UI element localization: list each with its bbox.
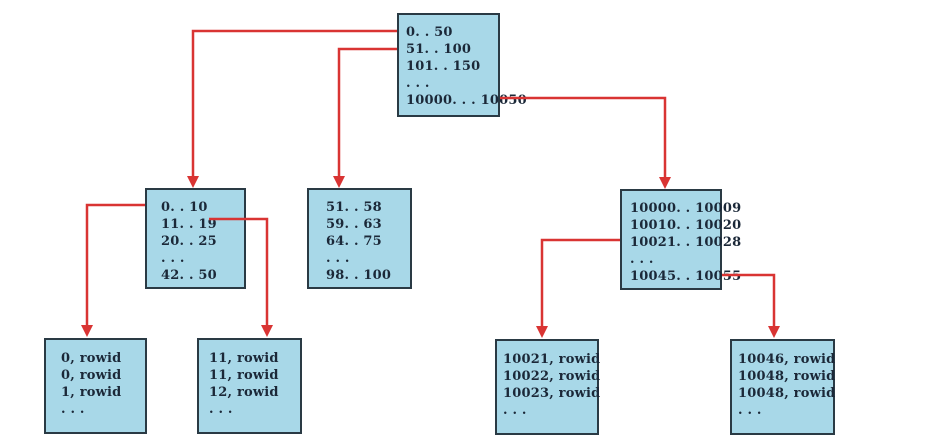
node-entry: 0, rowid <box>61 351 122 366</box>
node-ellipsis: . . . <box>630 252 654 267</box>
branch-node-right: 10000. . 10009 10010. . 10020 10021. . 1… <box>620 189 742 290</box>
node-entry: 11, rowid <box>209 351 279 366</box>
node-entry: 42. . 50 <box>161 268 217 283</box>
node-entry: 10046, rowid <box>738 352 836 367</box>
node-entry: 64. . 75 <box>326 234 382 249</box>
node-entry: 10048, rowid <box>738 369 836 384</box>
node-entry: 101. . 150 <box>406 59 481 74</box>
node-entry: 98. . 100 <box>326 268 392 283</box>
node-entry: 10021, rowid <box>503 352 601 367</box>
arrow-root-to-branch-left <box>191 29 397 177</box>
arrowhead-icon <box>81 325 93 337</box>
arrow-root-to-branch-middle <box>337 47 397 177</box>
node-entry: 10021. . 10028 <box>630 235 742 250</box>
arrow-root-to-branch-right <box>500 96 667 178</box>
leaf-node-3: 10021, rowid 10022, rowid 10023, rowid .… <box>495 339 601 435</box>
arrow-branch-left-to-leaf-1 <box>85 203 145 326</box>
node-ellipsis: . . . <box>503 403 527 418</box>
arrowhead-icon <box>659 177 671 189</box>
arrowhead-icon <box>261 325 273 337</box>
node-entry: 0. . 50 <box>406 25 453 40</box>
node-entry: 11, rowid <box>209 368 279 383</box>
node-ellipsis: . . . <box>209 402 233 417</box>
node-entry: 59. . 63 <box>326 217 382 232</box>
arrowhead-icon <box>187 176 199 188</box>
node-entry: 51. . 58 <box>326 200 382 215</box>
node-entry: 20. . 25 <box>161 234 217 249</box>
node-entry: 10000. . 10009 <box>630 201 742 216</box>
node-entry: 10010. . 10020 <box>630 218 742 233</box>
node-ellipsis: . . . <box>61 402 85 417</box>
node-ellipsis: . . . <box>326 251 350 266</box>
node-entry: 10022, rowid <box>503 369 601 384</box>
node-entry: 12, rowid <box>209 385 279 400</box>
node-entry: 0, rowid <box>61 368 122 383</box>
leaf-node-1: 0, rowid 0, rowid 1, rowid . . . <box>44 338 147 434</box>
node-entry: 51. . 100 <box>406 42 472 57</box>
node-entry: 10023, rowid <box>503 386 601 401</box>
node-entry: 1, rowid <box>61 385 122 400</box>
node-entry: 10045. . 10055 <box>630 269 742 284</box>
btree-diagram: 0. . 50 51. . 100 101. . 150 . . . 10000… <box>44 13 835 435</box>
root-node: 0. . 50 51. . 100 101. . 150 . . . 10000… <box>397 13 527 117</box>
node-entry: 11. . 19 <box>161 217 217 232</box>
leaf-node-4: 10046, rowid 10048, rowid 10048, rowid .… <box>730 339 835 435</box>
arrowhead-icon <box>333 176 345 188</box>
leaf-node-2: 11, rowid 11, rowid 12, rowid . . . <box>197 338 302 434</box>
node-entry: 10000. . . 10050 <box>406 93 527 108</box>
arrow-branch-right-to-leaf-3 <box>540 238 620 327</box>
node-entry: 10048, rowid <box>738 386 836 401</box>
branch-node-middle: 51. . 58 59. . 63 64. . 75 . . . 98. . 1… <box>307 188 412 289</box>
node-entry: 0. . 10 <box>161 200 208 215</box>
branch-node-left: 0. . 10 11. . 19 20. . 25 . . . 42. . 50 <box>145 188 246 289</box>
node-ellipsis: . . . <box>406 76 430 91</box>
node-ellipsis: . . . <box>738 403 762 418</box>
node-ellipsis: . . . <box>161 251 185 266</box>
arrowhead-icon <box>536 326 548 338</box>
arrowhead-icon <box>768 326 780 338</box>
